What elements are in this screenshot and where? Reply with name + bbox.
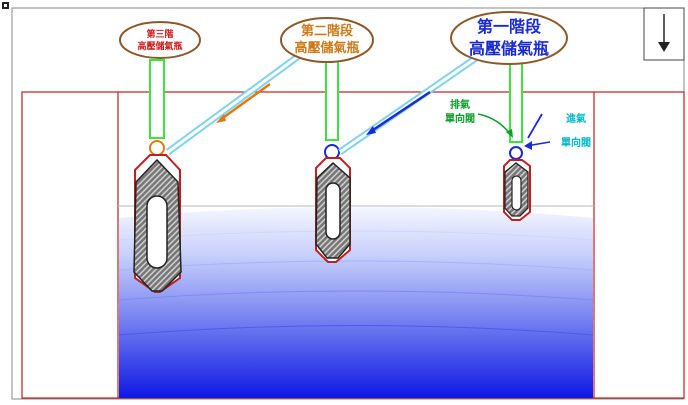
inlet-valve-annotation: 進氣 單向閥 xyxy=(524,112,591,150)
stage3-valve xyxy=(149,140,165,156)
stage1-label: 第一階段 高壓儲氣瓶 xyxy=(450,11,568,65)
exhaust-pointer-arrow-icon xyxy=(506,129,513,138)
stage2-hose xyxy=(165,52,303,155)
exhaust-valve-annotation: 排氣 單向閥 xyxy=(445,98,513,138)
stage3-label-line2: 高壓儲氣瓶 xyxy=(137,40,182,52)
stage2-label: 第二階段 高壓儲氣瓶 xyxy=(280,17,374,63)
stage2-assembly xyxy=(315,59,351,263)
stage2-valve xyxy=(324,144,340,160)
stage3-assembly xyxy=(133,59,182,293)
down-arrow-box xyxy=(643,7,685,61)
down-arrow-icon xyxy=(658,42,670,52)
stage2-label-line2: 高壓儲氣瓶 xyxy=(294,40,359,56)
exhaust-valve-label-line1: 排氣 xyxy=(450,98,470,111)
stage1-hose xyxy=(338,55,478,155)
stage1-label-line2: 高壓儲氣瓶 xyxy=(469,39,549,58)
stage1-valve xyxy=(509,146,523,160)
exhaust-valve-label-line2: 單向閥 xyxy=(445,112,475,125)
inlet-pointer-arrow-icon xyxy=(524,141,532,150)
inlet-valve-label-line1: 進氣 xyxy=(566,112,586,125)
stage1-assembly xyxy=(503,61,531,221)
stage1-flow-arrow xyxy=(369,90,431,134)
inlet-valve-label-line2: 單向閥 xyxy=(561,136,591,149)
water-body xyxy=(119,207,593,398)
stage3-label-line1: 第三階 xyxy=(146,28,173,40)
stage2-flow-arrow xyxy=(219,82,271,122)
stage1-label-line1: 第一階段 xyxy=(477,17,542,36)
stage3-label: 第三階 高壓儲氣瓶 xyxy=(119,21,201,59)
stage2-label-line1: 第二階段 xyxy=(301,23,353,39)
